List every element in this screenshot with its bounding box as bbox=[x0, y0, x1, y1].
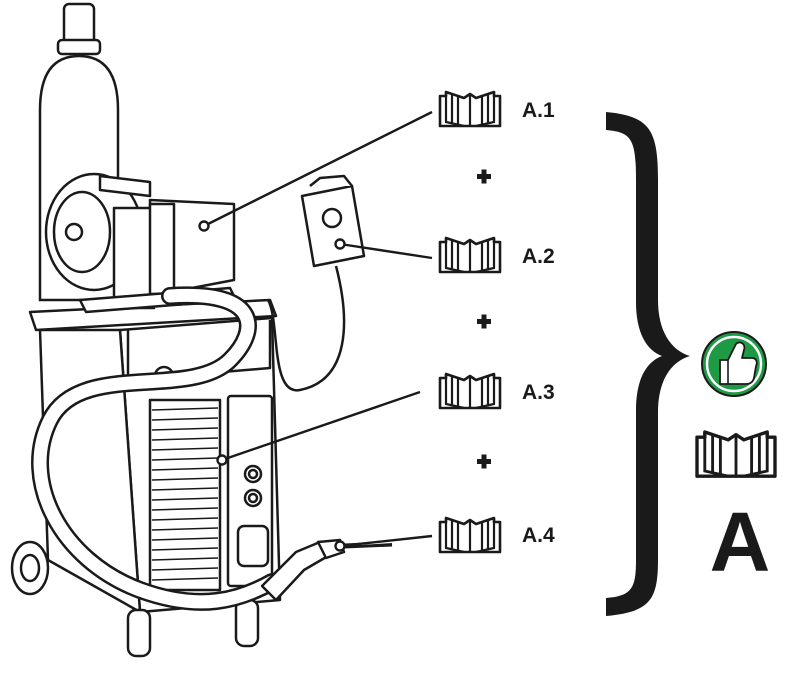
manual-book-icon bbox=[695, 430, 777, 478]
label-a4: A.4 bbox=[522, 524, 555, 547]
manual-book-icon bbox=[438, 516, 502, 554]
thumbs-up-icon bbox=[701, 331, 767, 397]
torch-hose bbox=[31, 286, 281, 611]
remote-control bbox=[266, 174, 366, 392]
welding-torch bbox=[260, 538, 393, 602]
manual-book-icon bbox=[438, 236, 502, 274]
label-a1: A.1 bbox=[522, 99, 555, 122]
label-a3: A.3 bbox=[522, 381, 555, 404]
plus-icon bbox=[477, 169, 491, 184]
callout-lines bbox=[198, 110, 433, 552]
manual-book-icon bbox=[438, 90, 502, 128]
wire-feeder bbox=[44, 172, 238, 314]
summary-label: A bbox=[709, 495, 771, 589]
curly-brace-icon bbox=[606, 112, 690, 616]
manual-book-icon bbox=[438, 372, 502, 410]
plus-icon bbox=[477, 454, 491, 469]
label-a2: A.2 bbox=[522, 245, 555, 268]
plus-icon bbox=[477, 314, 491, 329]
